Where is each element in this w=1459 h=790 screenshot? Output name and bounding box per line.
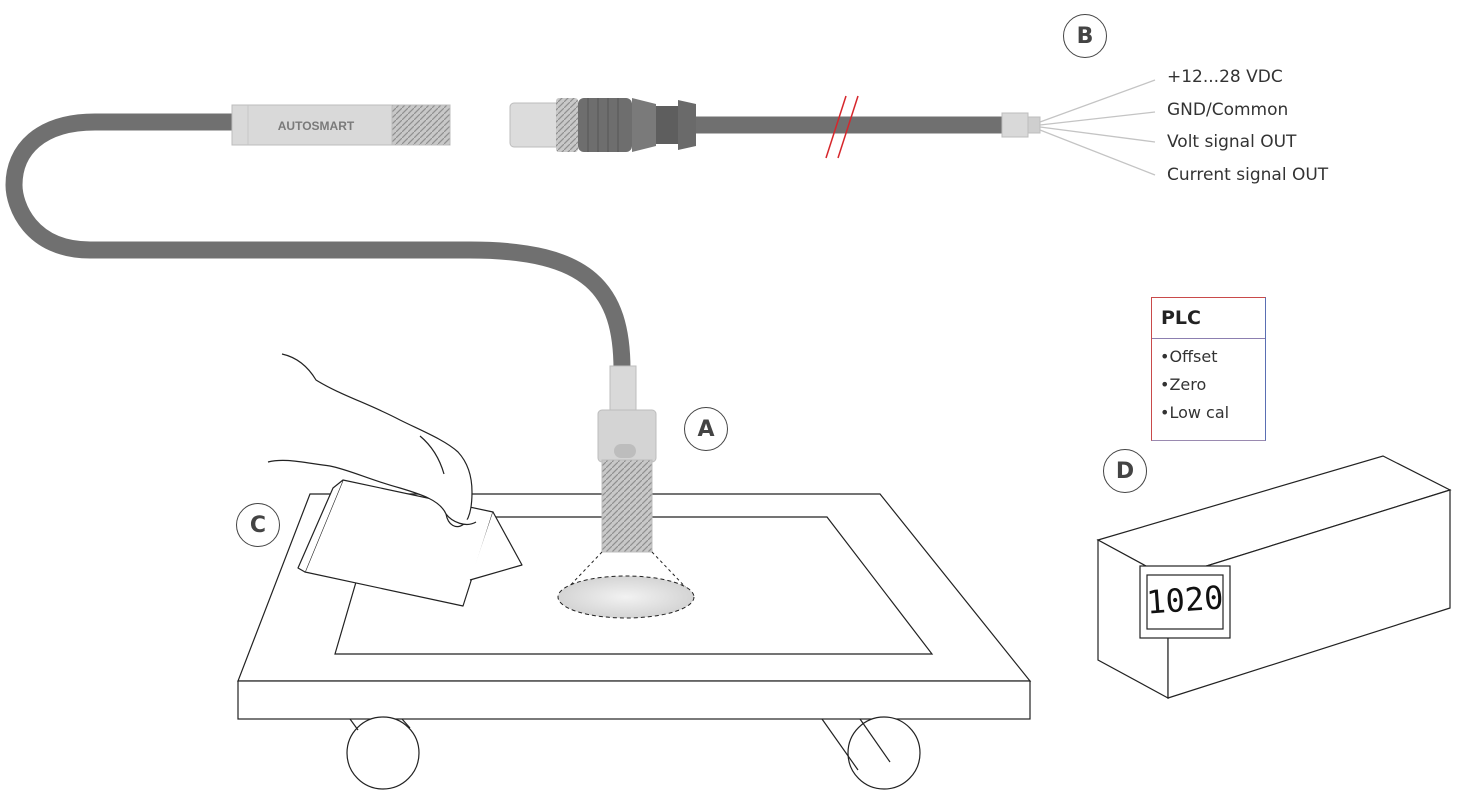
display-unit (1096, 455, 1452, 700)
wire-label-current-out: Current signal OUT (1167, 165, 1329, 185)
cable-break-mark (825, 95, 859, 159)
plc-item-low-cal: Low cal (1160, 399, 1265, 427)
plc-box: PLC Offset Zero Low cal (1151, 297, 1266, 441)
sensor-body-vertical (597, 365, 657, 553)
sensing-beam (557, 551, 695, 619)
wire-label-ground: GND/Common (1167, 100, 1289, 120)
callout-a: A (684, 407, 728, 451)
callout-c: C (236, 503, 280, 547)
sensor-body-horizontal (231, 104, 451, 146)
wire-fan (1039, 79, 1156, 176)
hand-with-target (267, 353, 523, 607)
plc-item-offset: Offset (1160, 343, 1265, 371)
sensor-brand-label: AUTOSMART (278, 119, 355, 133)
cable-connector (509, 98, 696, 152)
wire-label-volt-out: Volt signal OUT (1167, 132, 1297, 152)
display-reading: 1020 (1145, 578, 1225, 621)
callout-b: B (1063, 14, 1107, 58)
cable-end-sleeve (1001, 112, 1041, 138)
callout-d: D (1103, 449, 1147, 493)
plc-title: PLC (1152, 298, 1265, 339)
wire-label-power: +12...28 VDC (1167, 67, 1283, 87)
plc-item-zero: Zero (1160, 371, 1265, 399)
plc-function-list: Offset Zero Low cal (1152, 339, 1265, 427)
sensor-cable (5, 113, 631, 371)
